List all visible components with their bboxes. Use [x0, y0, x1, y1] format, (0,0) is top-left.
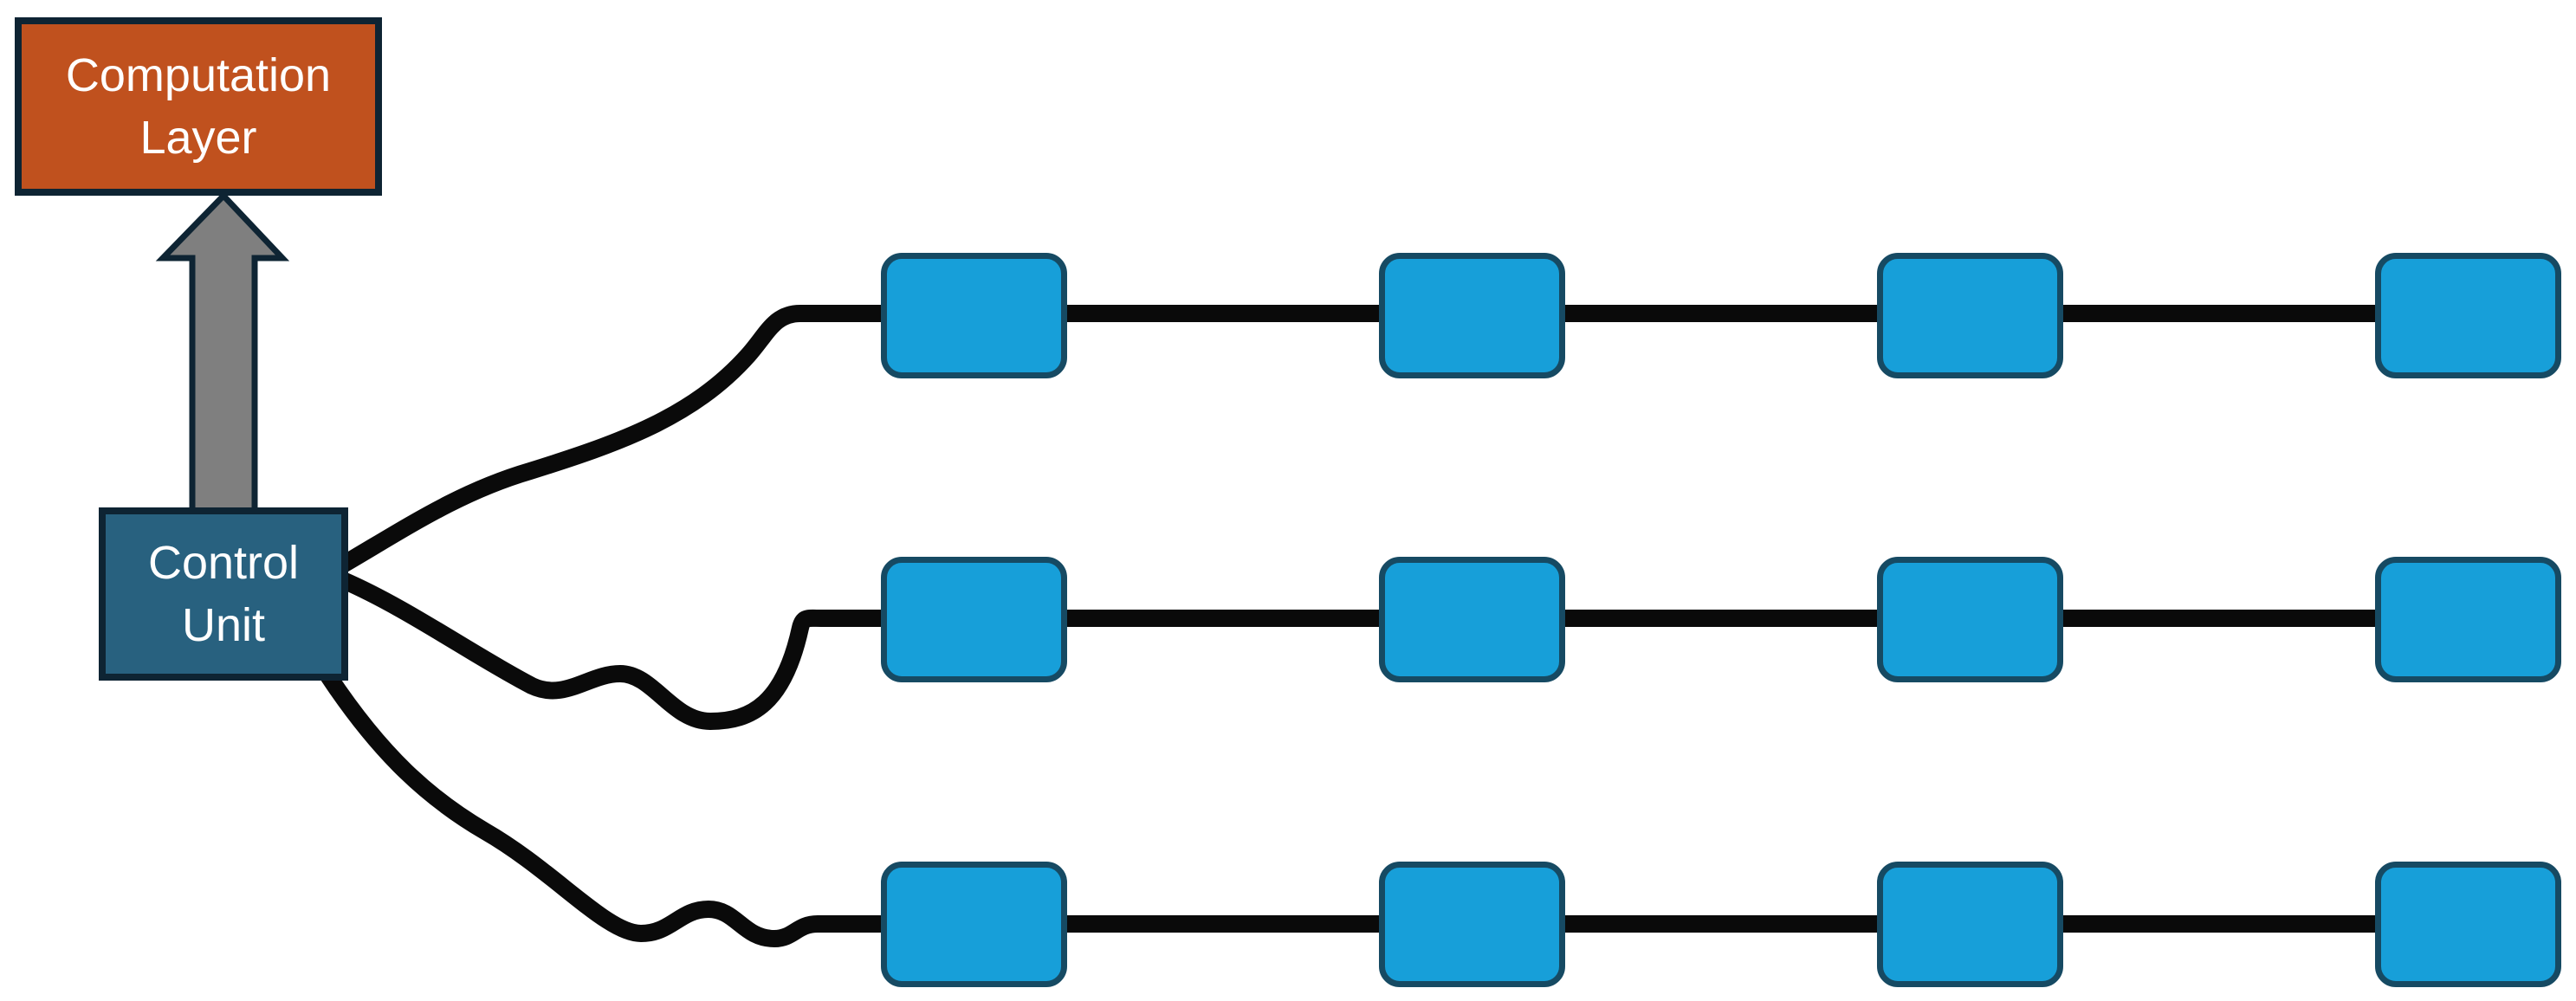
node-r2-c1 [881, 557, 1067, 682]
node-r2-c2 [1379, 557, 1565, 682]
node-r3-c2 [1379, 862, 1565, 987]
wire-row-1 [334, 305, 2391, 573]
wire-row-2 [334, 572, 2391, 730]
computation-layer-box: Computation Layer [15, 17, 382, 196]
node-r3-c3 [1877, 862, 2063, 987]
node-r1-c1 [881, 253, 1067, 378]
wire-row-3 [320, 668, 2391, 947]
node-r2-c4 [2375, 557, 2561, 682]
node-r2-c3 [1877, 557, 2063, 682]
node-r1-c3 [1877, 253, 2063, 378]
control-unit-label: Control Unit [147, 537, 300, 651]
node-r3-c4 [2375, 862, 2561, 987]
control-unit-box: Control Unit [99, 507, 348, 681]
up-arrow-icon [155, 191, 290, 516]
node-r3-c1 [881, 862, 1067, 987]
node-r1-c2 [1379, 253, 1565, 378]
computation-layer-label: Computation Layer [65, 49, 332, 164]
node-r1-c4 [2375, 253, 2561, 378]
